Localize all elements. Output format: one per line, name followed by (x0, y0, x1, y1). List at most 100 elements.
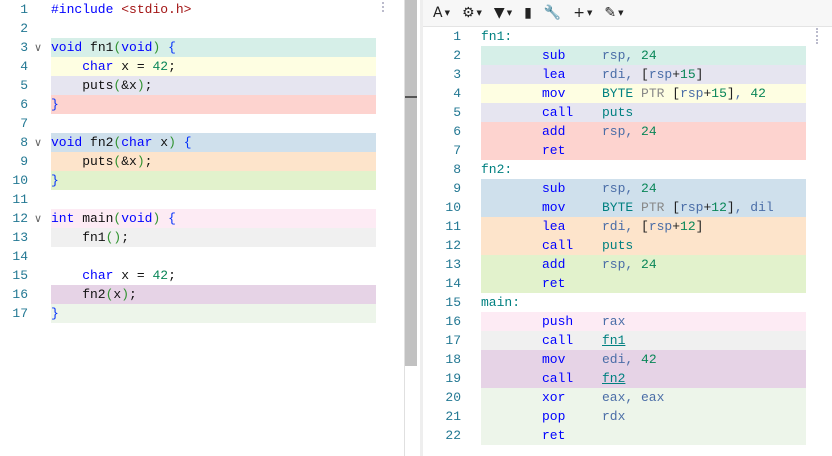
assembly-toolbar: A▼⚙▼▼▼▮🔧+▼✎▼ (423, 0, 832, 27)
line-number: 8 (453, 162, 461, 177)
libraries-button[interactable]: ▮ (524, 5, 532, 21)
brush-button[interactable]: ✎▼ (604, 5, 623, 21)
asm-operands: rsp, 24 (602, 124, 657, 139)
asm-operands: rsp, 24 (602, 48, 657, 63)
line-highlight (481, 198, 806, 217)
source-line[interactable]: 12∨int main(void) { (0, 209, 404, 228)
fold-chevron-icon[interactable]: ∨ (34, 41, 43, 54)
line-number: 5 (20, 78, 28, 93)
line-number: 7 (453, 143, 461, 158)
line-highlight (51, 57, 376, 76)
line-number: 14 (445, 276, 461, 291)
source-line[interactable]: 17} (0, 304, 404, 323)
asm-operands[interactable]: fn1 (602, 333, 626, 348)
line-number: 11 (12, 192, 28, 207)
brush-icon: ✎ (604, 5, 617, 21)
line-highlight (51, 95, 376, 114)
line-number: 15 (445, 295, 461, 310)
source-scrollbar[interactable] (405, 0, 417, 366)
line-number: 22 (445, 428, 461, 443)
asm-line[interactable]: 7 ret (423, 141, 832, 160)
line-highlight (481, 312, 806, 331)
line-number: 12 (445, 238, 461, 253)
asm-line[interactable]: 17 call fn1 (423, 331, 832, 350)
fold-chevron-icon[interactable]: ∨ (34, 212, 43, 225)
source-line[interactable]: 15 char x = 42; (0, 266, 404, 285)
source-code: char x = 42; (82, 59, 176, 74)
line-number: 13 (445, 257, 461, 272)
source-line[interactable]: 6} (0, 95, 404, 114)
source-line[interactable]: 1#include <stdio.h> (0, 0, 404, 19)
tools-button[interactable]: 🔧 (544, 5, 561, 21)
add-icon: + (573, 5, 585, 21)
assembly-minimap[interactable] (816, 28, 822, 44)
line-number: 17 (12, 306, 28, 321)
add-button[interactable]: +▼ (573, 5, 592, 21)
source-line[interactable]: 8∨void fn2(char x) { (0, 133, 404, 152)
font-size-icon: A (433, 5, 443, 21)
source-line[interactable]: 10} (0, 171, 404, 190)
caret-down-icon: ▼ (506, 9, 513, 17)
settings-icon: ⚙ (461, 5, 475, 21)
line-number: 4 (20, 59, 28, 74)
line-highlight (51, 209, 376, 228)
line-number: 16 (445, 314, 461, 329)
source-line[interactable]: 2 (0, 19, 404, 38)
source-line[interactable]: 4 char x = 42; (0, 57, 404, 76)
asm-mnemonic: mov (542, 200, 566, 215)
caret-down-icon: ▼ (476, 9, 482, 17)
source-line[interactable]: 11 (0, 190, 404, 209)
font-size-button[interactable]: A▼ (433, 5, 450, 21)
source-line[interactable]: 3∨void fn1(void) { (0, 38, 404, 57)
asm-operands: rdx (602, 409, 626, 424)
asm-line[interactable]: 21 pop rdx (423, 407, 832, 426)
line-number: 17 (445, 333, 461, 348)
source-code: } (51, 97, 59, 112)
source-line[interactable]: 7 (0, 114, 404, 133)
asm-mnemonic: pop (542, 409, 566, 424)
asm-mnemonic: sub (542, 181, 566, 196)
asm-label: main: (481, 295, 521, 310)
asm-operands[interactable]: fn2 (602, 371, 626, 386)
settings-button[interactable]: ⚙▼ (462, 5, 482, 21)
fold-chevron-icon[interactable]: ∨ (34, 136, 43, 149)
line-highlight (481, 331, 806, 350)
source-line[interactable]: 16 fn2(x); (0, 285, 404, 304)
asm-mnemonic: ret (542, 143, 566, 158)
source-line[interactable]: 13 fn1(); (0, 228, 404, 247)
line-number: 19 (445, 371, 461, 386)
source-minimap[interactable] (382, 2, 388, 12)
filter-button[interactable]: ▼▼ (494, 5, 512, 21)
source-line[interactable]: 14 (0, 247, 404, 266)
line-number: 21 (445, 409, 461, 424)
asm-line[interactable]: 15 main: (423, 293, 832, 312)
line-highlight (481, 217, 806, 236)
line-number: 7 (20, 116, 28, 131)
source-line[interactable]: 9 puts(&x); (0, 152, 404, 171)
line-number: 4 (453, 86, 461, 101)
asm-operands: BYTE PTR [rsp+15], 42 (602, 86, 766, 101)
line-highlight (481, 141, 806, 160)
asm-mnemonic: call (542, 333, 574, 348)
source-line[interactable]: 5 puts(&x); (0, 76, 404, 95)
